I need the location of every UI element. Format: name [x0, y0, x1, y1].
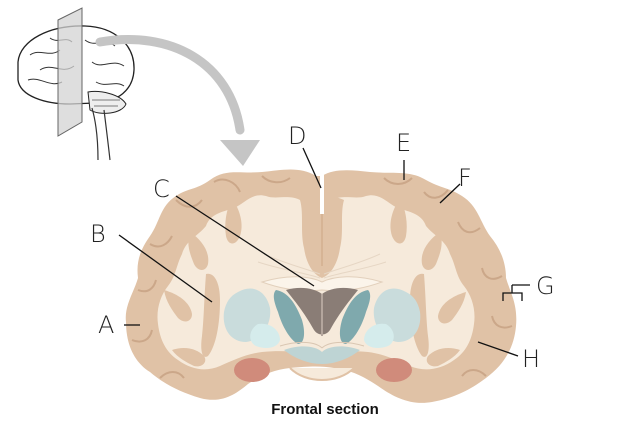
labels: A B C D E F G H	[90, 122, 555, 373]
figure-caption: Frontal section	[271, 401, 379, 418]
globus-pallidus-left	[250, 323, 280, 348]
label-b: B	[90, 220, 106, 248]
sulci	[164, 198, 466, 367]
label-g: G	[536, 272, 555, 300]
gyri-outline	[131, 175, 513, 379]
label-h: H	[522, 345, 540, 373]
leader-line-b	[118, 234, 213, 303]
label-e: E	[396, 129, 411, 157]
curved-arrow	[95, 35, 260, 166]
amygdala-left	[234, 358, 270, 382]
cutting-plane	[57, 7, 83, 137]
whole-brain-illustration	[17, 7, 135, 161]
caudate-nucleus-right	[339, 290, 371, 344]
leader-line-f	[439, 183, 461, 204]
leader-line-d	[302, 147, 322, 189]
label-d: D	[288, 122, 306, 150]
leader-line-h	[477, 341, 519, 357]
anterior-commissure	[284, 346, 360, 364]
label-c: C	[153, 175, 170, 203]
caudate-nucleus-left	[273, 290, 305, 344]
globus-pallidus-right	[364, 323, 394, 348]
amygdala-right	[376, 358, 412, 382]
brain-section	[125, 169, 517, 403]
leader-lines	[118, 147, 530, 357]
label-a: A	[98, 311, 114, 339]
leader-line-c	[175, 195, 315, 287]
label-f: F	[458, 164, 472, 192]
